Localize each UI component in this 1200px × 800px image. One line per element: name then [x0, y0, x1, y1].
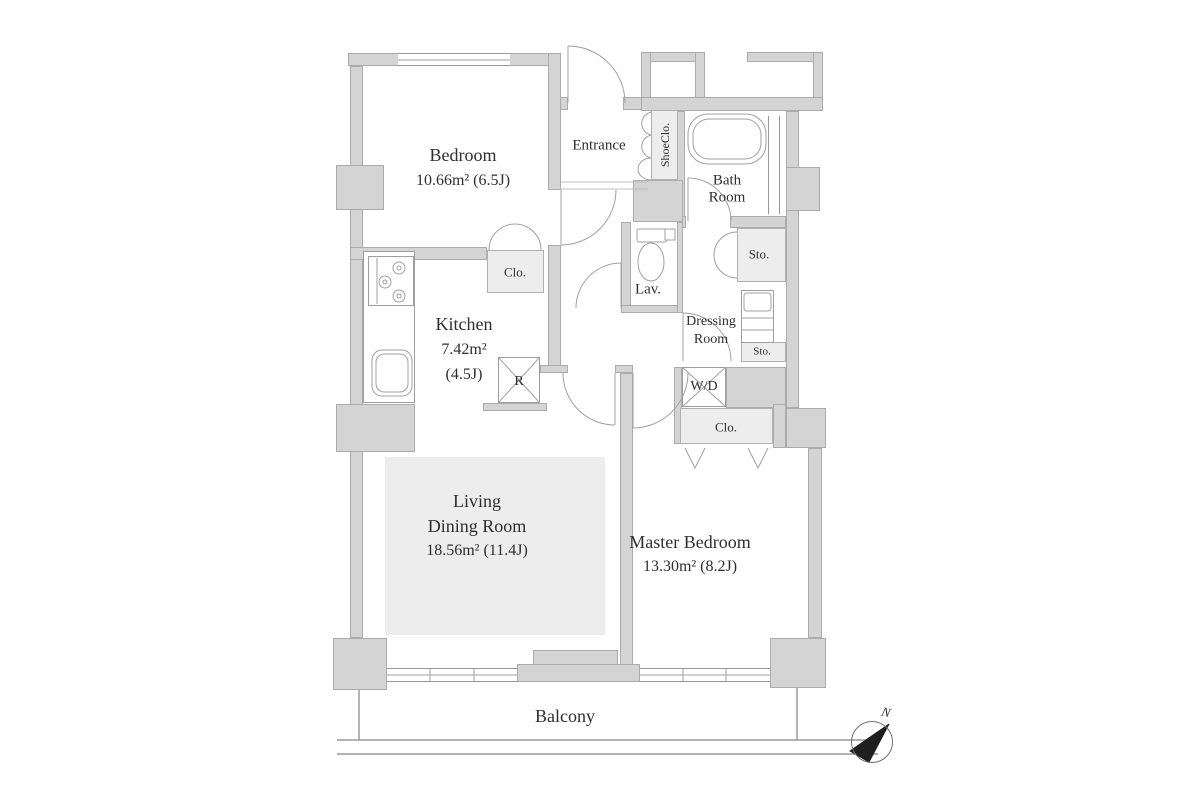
wall-pillar: [786, 167, 820, 211]
dressing-room-label-line2: Room: [693, 332, 729, 347]
bedroom-label: Bedroom: [429, 145, 497, 165]
shoe-closet-box: [651, 110, 678, 180]
refrigerator-label: R: [514, 374, 524, 389]
living-dining-area-label: 18.56m² (11.4J): [426, 542, 528, 559]
wall-segment: [726, 367, 786, 408]
wall-segment: [548, 245, 561, 373]
wall-segment: [483, 403, 547, 411]
wall-segment: [540, 365, 568, 373]
storage-lower-label: Sto.: [753, 345, 771, 358]
wall-segment: [747, 52, 823, 62]
kitchen-label: Kitchen: [435, 314, 493, 334]
toilet-icon: [636, 228, 676, 282]
wall-segment: [621, 305, 683, 313]
storage-bifold-doors: [713, 231, 738, 279]
kitchen-area-label-line2: (4.5J): [445, 366, 483, 383]
washer-dryer-label: W/D: [690, 379, 718, 394]
bathroom-label-line2: Room: [708, 189, 746, 206]
wall-segment: [786, 408, 826, 448]
compass-icon: [851, 721, 893, 763]
bedroom-closet-box: [487, 250, 544, 293]
window: [387, 668, 517, 682]
wall-pillar: [336, 404, 415, 452]
bedroom-door-arc: [560, 189, 617, 246]
stove: [368, 256, 414, 306]
wall-pillar: [336, 165, 384, 210]
wall-corner-block: [333, 638, 387, 690]
dressing-room-label-line1: Dressing: [686, 314, 736, 329]
wall-segment: [350, 66, 363, 638]
lavatory-label: Lav.: [634, 281, 662, 298]
master-closet-label: Clo.: [714, 419, 738, 435]
living-dining-label-line2: Dining Room: [427, 516, 527, 536]
wall-segment: [620, 373, 633, 670]
wall-segment: [633, 180, 683, 222]
bedroom-closet-bifold-doors: [488, 223, 542, 251]
balcony-label: Balcony: [535, 706, 595, 726]
storage-upper-box: [737, 228, 786, 282]
master-bedroom-label: Master Bedroom: [629, 532, 751, 552]
living-door-arc: [562, 372, 616, 426]
closet-opening-marks: [684, 447, 769, 470]
storage-upper-label: Sto.: [748, 246, 770, 262]
master-bedroom-area-label: 13.30m² (8.2J): [642, 558, 738, 575]
wall-segment: [786, 111, 799, 408]
wall-segment: [730, 216, 786, 228]
wall-segment: [621, 222, 631, 313]
window: [640, 668, 770, 682]
bedroom-closet-label: Clo.: [503, 264, 527, 280]
wall-segment: [641, 97, 823, 111]
entrance-door-arc: [567, 45, 626, 104]
wall-step-block: [517, 664, 640, 682]
living-dining-label-line1: Living: [453, 491, 501, 511]
wall-corner-block: [770, 638, 826, 688]
window: [768, 116, 780, 214]
wall-segment: [773, 404, 786, 448]
washbasin: [741, 290, 774, 343]
bathroom-label-line1: Bath: [712, 172, 742, 189]
shoe-closet-label: ShoeClo.: [658, 122, 672, 168]
wall-segment: [548, 53, 561, 190]
entrance-label: Entrance: [572, 137, 626, 154]
compass-north-label: N: [879, 703, 893, 721]
lavatory-door-arc: [575, 262, 622, 309]
balcony-rail: [337, 688, 878, 755]
living-dining-floor-area: [385, 457, 605, 635]
wall-segment: [808, 448, 822, 638]
bedroom-area-label: 10.66m² (6.5J): [415, 172, 511, 189]
kitchen-area-label-line1: 7.42m²: [441, 341, 487, 358]
shoe-closet-folding-doors: [637, 111, 652, 181]
window: [398, 53, 510, 66]
wall-pillar: [615, 365, 633, 373]
bathtub-icon: [687, 113, 767, 165]
wall-segment: [677, 222, 683, 313]
